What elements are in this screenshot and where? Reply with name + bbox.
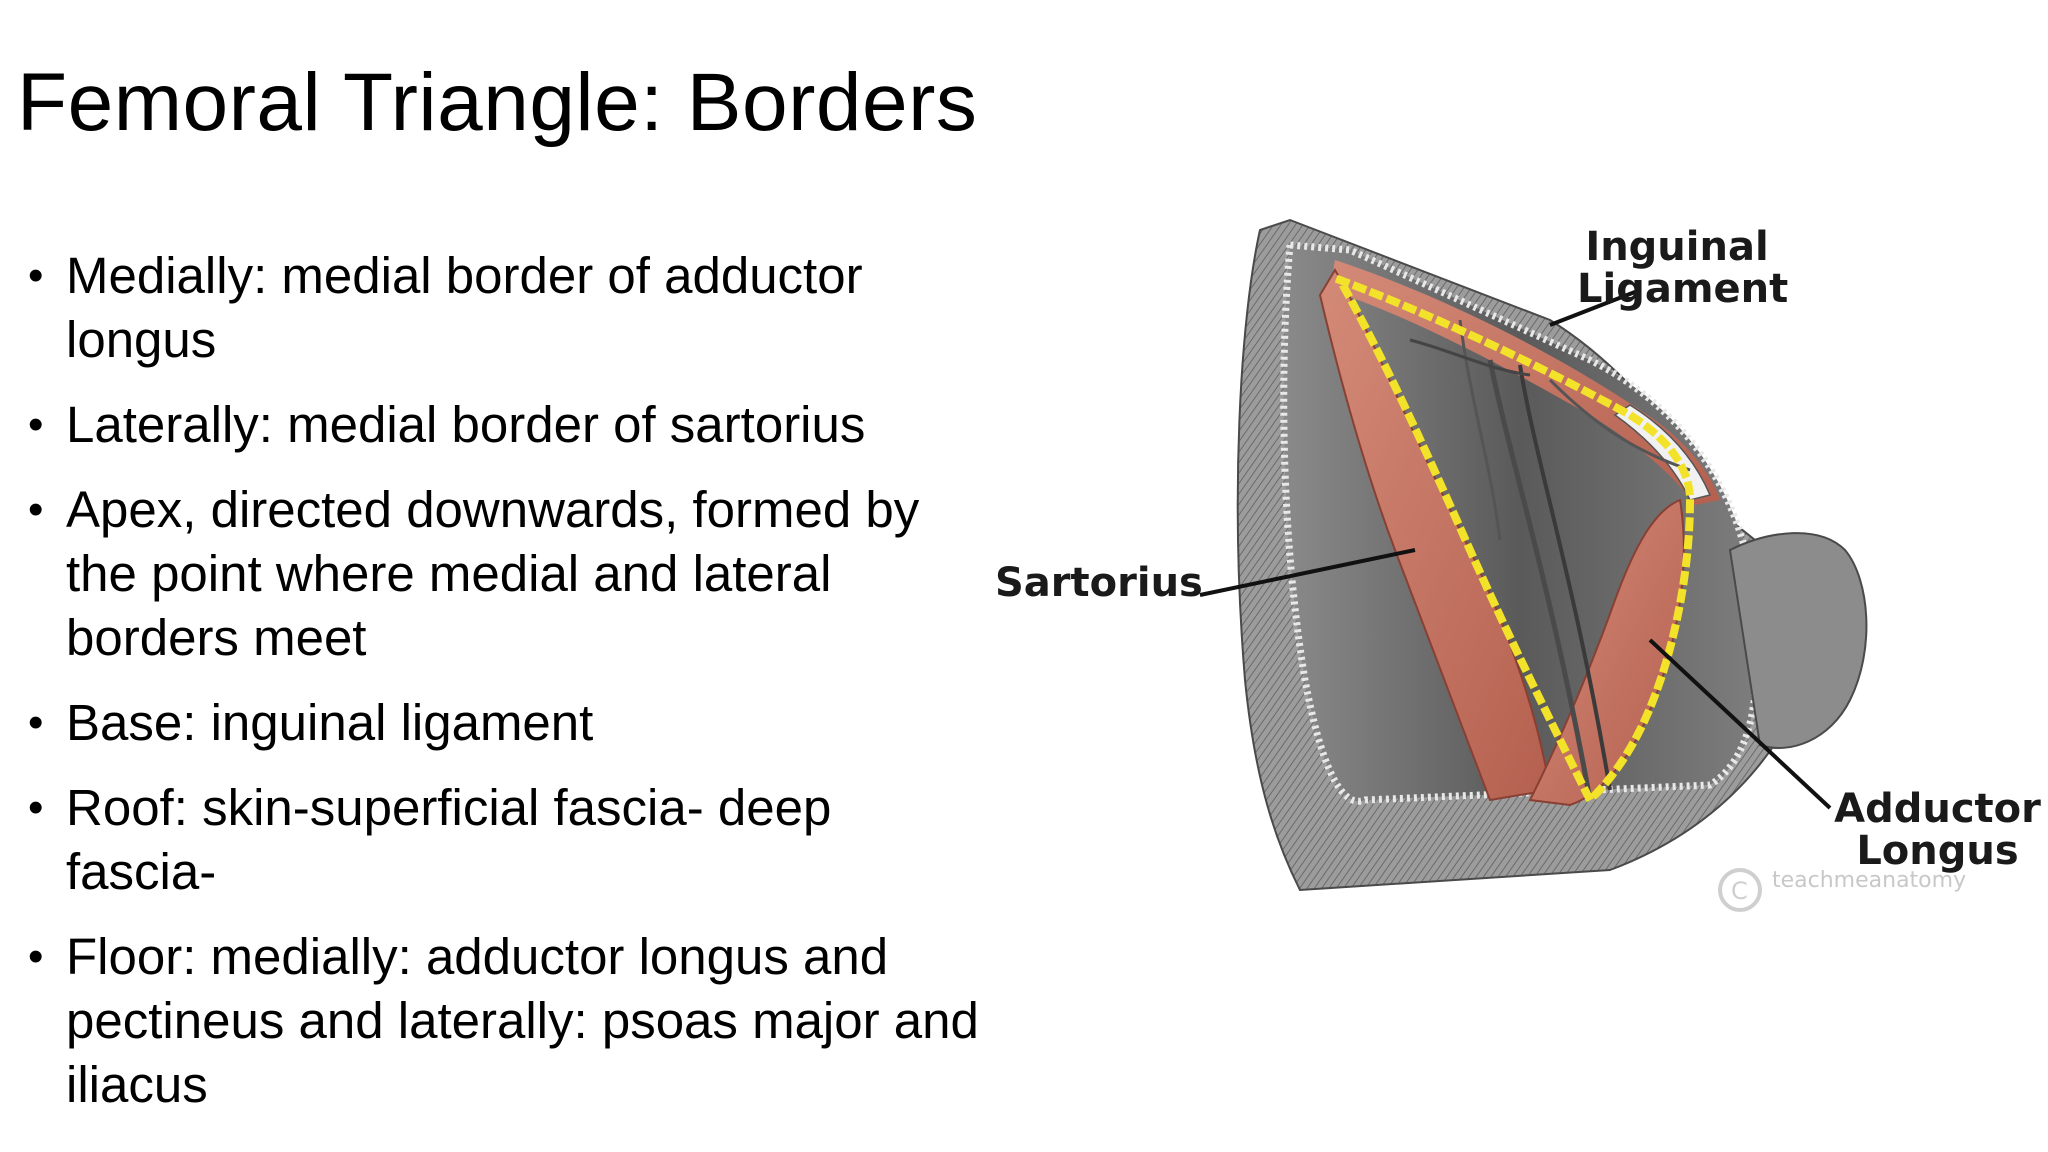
- bullet-apex: Apex, directed downwards, formed by the …: [28, 478, 988, 670]
- watermark-text: teachmeanatomy: [1772, 868, 1967, 893]
- label-adductor-longus: Adductor Longus: [1834, 786, 2041, 874]
- femoral-triangle-figure: C Inguinal Ligament Sartorius Adductor L…: [990, 200, 2048, 960]
- vessel-5: [1409, 338, 1531, 377]
- inguinal-leader: [1549, 288, 1641, 327]
- bullet-base: Base: inguinal ligament: [28, 691, 988, 755]
- bullet-laterally: Laterally: medial border of sartorius: [28, 393, 988, 457]
- bullet-floor: Floor: medially: adductor longus and pec…: [28, 925, 988, 1117]
- bullet-list: Medially: medial border of adductor long…: [28, 244, 988, 1138]
- inguinal-band: [1330, 260, 1720, 505]
- vessel-3: [1458, 319, 1502, 541]
- label-sartorius: Sartorius: [995, 560, 1203, 606]
- bullet-medially: Medially: medial border of adductor long…: [28, 244, 988, 372]
- scrotum-outline: [1728, 532, 1868, 749]
- sartorius-leader: [1199, 548, 1416, 597]
- anatomy-illustration: C: [1199, 218, 1868, 912]
- triangle-border-dots: [1331, 272, 1695, 807]
- vessel-1: [1487, 359, 1593, 801]
- copyright-circle: [1718, 868, 1762, 912]
- label-inguinal-ligament: Inguinal Ligament: [1577, 224, 1789, 312]
- adductor-leader: [1648, 638, 1832, 810]
- slide-title: Femoral Triangle: Borders: [17, 57, 978, 148]
- bullet-roof: Roof: skin-superficial fascia- deep fasc…: [28, 776, 988, 904]
- vessel-2: [1518, 364, 1612, 791]
- copyright-symbol: C: [1731, 877, 1748, 905]
- vessel-4: [1548, 378, 1691, 472]
